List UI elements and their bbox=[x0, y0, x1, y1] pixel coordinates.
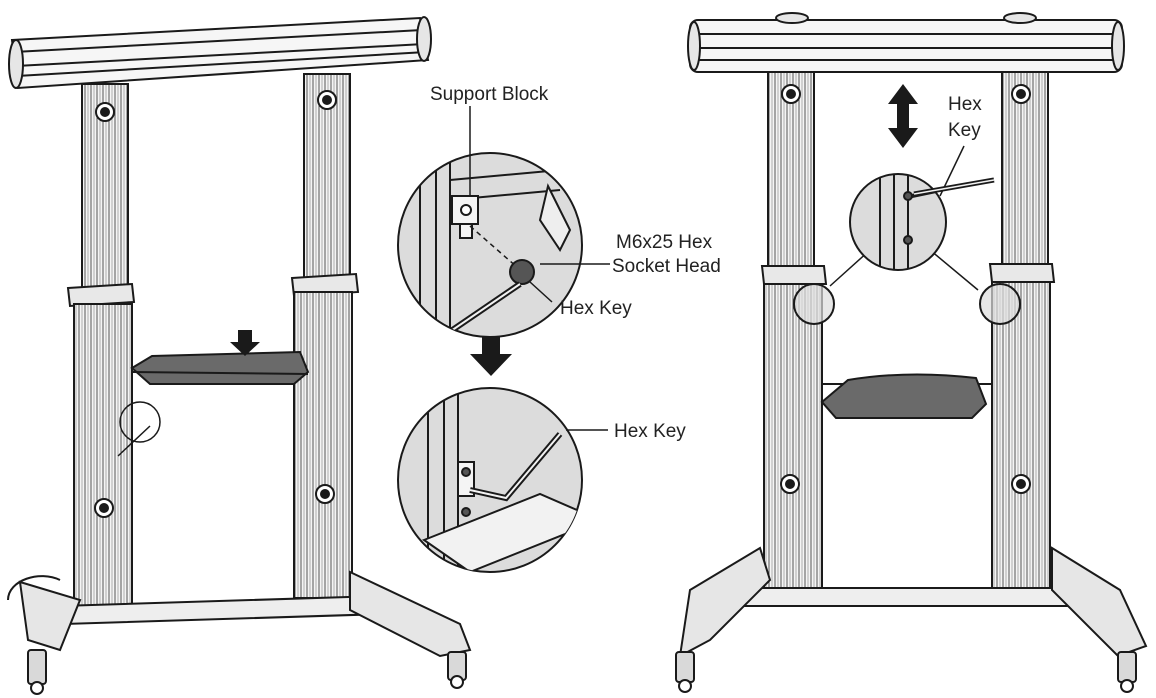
left-stand bbox=[7, 16, 472, 695]
right-base bbox=[743, 587, 1073, 607]
label-hex-key-top: Hex Key bbox=[560, 298, 632, 319]
label-m6x25-line1: M6x25 Hex bbox=[616, 232, 713, 253]
left-top-bar bbox=[8, 16, 432, 90]
label-hex-key-right-line1: Hex bbox=[948, 94, 982, 115]
label-support-block: Support Block bbox=[430, 84, 549, 105]
left-shelf bbox=[130, 350, 310, 385]
inset-hex-key bbox=[397, 387, 583, 573]
right-shelf bbox=[820, 373, 988, 419]
label-hex-key-bottom: Hex Key bbox=[614, 421, 686, 442]
left-lower-pole-a bbox=[73, 303, 133, 611]
right-top-bar bbox=[687, 12, 1125, 73]
arrow-updown-icon bbox=[888, 84, 918, 148]
inset-right-pole bbox=[849, 173, 995, 271]
leader-lines bbox=[469, 106, 965, 431]
label-hex-key-right-line2: Key bbox=[948, 120, 981, 141]
label-m6x25-line2: Socket Head bbox=[612, 256, 721, 277]
left-lower-pole-b bbox=[293, 291, 353, 599]
arrow-down-icon bbox=[230, 330, 260, 356]
inset-support-block bbox=[397, 152, 583, 338]
arrow-down-icon bbox=[470, 336, 512, 376]
right-stand bbox=[675, 12, 1148, 693]
